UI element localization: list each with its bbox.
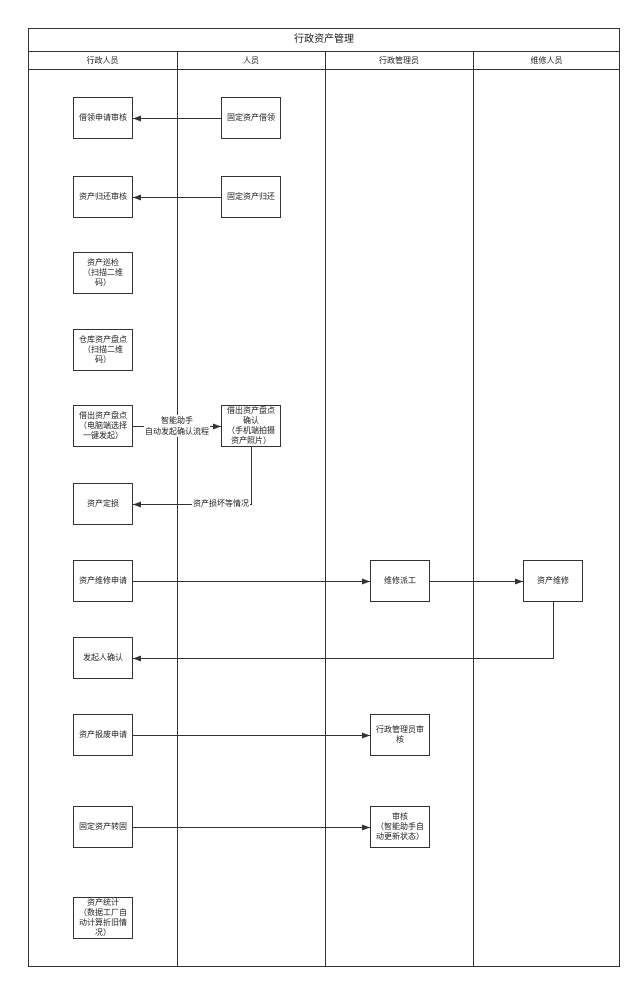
node-asset-repair: 资产维修 <box>523 560 583 602</box>
node-label: 资产报废申请 <box>79 730 127 739</box>
node-label: 资产统计 （数据工厂自 动计算折旧情 况） <box>79 898 127 937</box>
node-label: 固定资产转固 <box>79 822 127 831</box>
node-label: 资产归还审核 <box>79 192 127 201</box>
node-lent-count-confirm: 借出资产盘点 确认 （手机端拍摄 资产照片） <box>221 405 281 447</box>
node-fixed-asset-capitalize: 固定资产转固 <box>73 806 133 848</box>
header-divider <box>28 69 620 70</box>
node-return-review: 资产归还审核 <box>73 176 133 218</box>
node-label: 发起人确认 <box>83 653 123 662</box>
node-scrap-request: 资产报废申请 <box>73 714 133 756</box>
node-manager-review: 行政管理员审 核 <box>370 714 430 756</box>
node-label: 维修派工 <box>384 576 416 585</box>
node-label: 仓库资产盘点 （扫描二维 码） <box>79 335 127 364</box>
node-borrow-review: 借领申请审核 <box>73 97 133 139</box>
node-asset-statistics: 资产统计 （数据工厂自 动计算折旧情 况） <box>73 897 133 939</box>
node-asset-inspection: 资产巡检 （扫描二维 码） <box>73 252 133 294</box>
node-warehouse-count: 仓库资产盘点 （扫描二维 码） <box>73 329 133 371</box>
lane-divider-3 <box>473 52 474 967</box>
node-label: 固定资产借领 <box>227 113 275 122</box>
edge-label-damage: 资产损坏等情况 <box>192 498 250 509</box>
node-fixed-asset-borrow: 固定资产借领 <box>221 97 281 139</box>
lane-header-maintenance-staff: 维修人员 <box>530 56 563 65</box>
node-label: 审核 （智能助手自 动更新状态） <box>376 812 424 841</box>
lane-header-admin-manager: 行政管理员 <box>379 56 419 65</box>
node-review-auto-update: 审核 （智能助手自 动更新状态） <box>370 806 430 848</box>
node-initiator-confirm: 发起人确认 <box>73 637 133 679</box>
lane-header-staff: 人员 <box>243 56 259 65</box>
diagram-title: 行政资产管理 <box>28 28 620 52</box>
node-repair-dispatch: 维修派工 <box>370 560 430 602</box>
node-label: 行政管理员审 核 <box>376 725 424 744</box>
arrow-confirm-to-damage-assessment <box>133 447 252 508</box>
node-label: 资产维修 <box>537 576 569 585</box>
node-label: 资产巡检 （扫描二维 码） <box>83 258 123 287</box>
diagram-frame <box>28 28 620 967</box>
node-lent-asset-count: 借出资产盘点 （电脑端选择 一键发起） <box>73 405 133 447</box>
node-repair-request: 资产维修申请 <box>73 560 133 602</box>
lane-divider-2 <box>325 52 326 967</box>
node-label: 固定资产归还 <box>227 192 275 201</box>
node-damage-assessment: 资产定损 <box>73 483 133 525</box>
node-label: 借出资产盘点 确认 （手机端拍摄 资产照片） <box>227 406 275 445</box>
edge-label-auto-confirm: 智能助手 自动发起确认流程 <box>144 415 210 437</box>
node-label: 资产维修申请 <box>79 576 127 585</box>
arrow-repair-to-initiator-confirm <box>133 602 554 662</box>
lane-divider-1 <box>177 52 178 967</box>
node-label: 借出资产盘点 （电脑端选择 一键发起） <box>79 411 127 440</box>
node-label: 借领申请审核 <box>79 113 127 122</box>
node-fixed-asset-return: 固定资产归还 <box>221 176 281 218</box>
node-label: 资产定损 <box>87 499 119 508</box>
lane-header-admin-staff: 行政人员 <box>86 56 119 65</box>
